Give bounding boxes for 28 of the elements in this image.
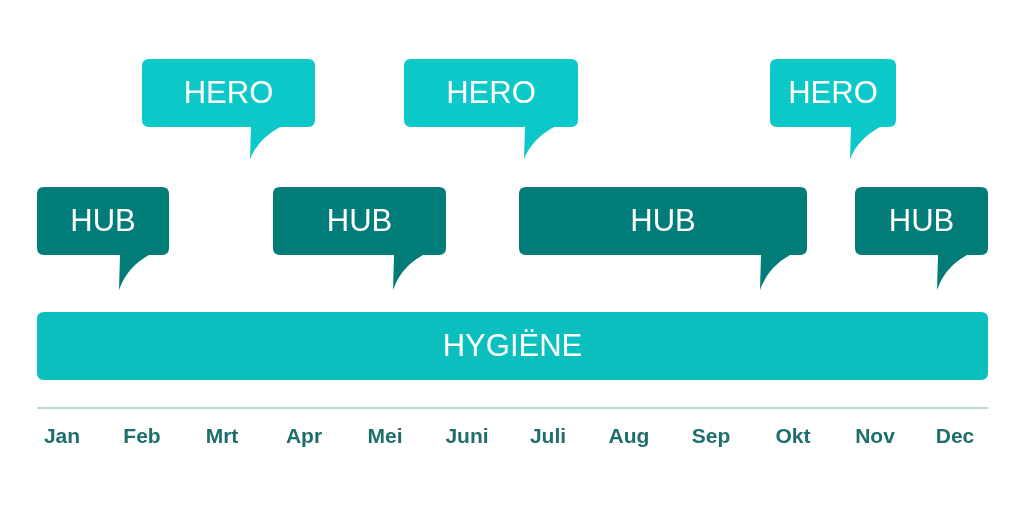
bubble-label: HUB [630, 203, 696, 239]
month-label: Jan [42, 424, 82, 448]
speech-bubble [770, 59, 896, 159]
bubble-label: HUB [326, 203, 393, 239]
banner-bar [37, 312, 988, 380]
month-label: Sep [690, 424, 732, 448]
month-label: Apr [284, 424, 324, 448]
bubble-label: HUB [70, 203, 136, 239]
bubble-label: HYGIËNE [442, 328, 583, 364]
speech-bubble [404, 59, 578, 159]
month-label: Dec [934, 424, 976, 448]
month-label: Juni [444, 424, 490, 448]
speech-bubble [37, 187, 169, 290]
bubble-label: HERO [788, 75, 878, 111]
speech-bubble [273, 187, 446, 290]
month-label: Okt [774, 424, 812, 448]
speech-bubble [855, 187, 988, 290]
month-label: Nov [854, 424, 896, 448]
speech-bubble [142, 59, 315, 159]
month-label: Aug [607, 424, 651, 448]
month-label: Mrt [204, 424, 240, 448]
month-label: Mei [366, 424, 404, 448]
speech-bubble [519, 187, 807, 290]
bubble-label: HUB [888, 203, 955, 239]
month-label: Juli [528, 424, 568, 448]
bubble-label: HERO [446, 75, 536, 111]
bubble-label: HERO [183, 75, 274, 111]
month-label: Feb [122, 424, 162, 448]
